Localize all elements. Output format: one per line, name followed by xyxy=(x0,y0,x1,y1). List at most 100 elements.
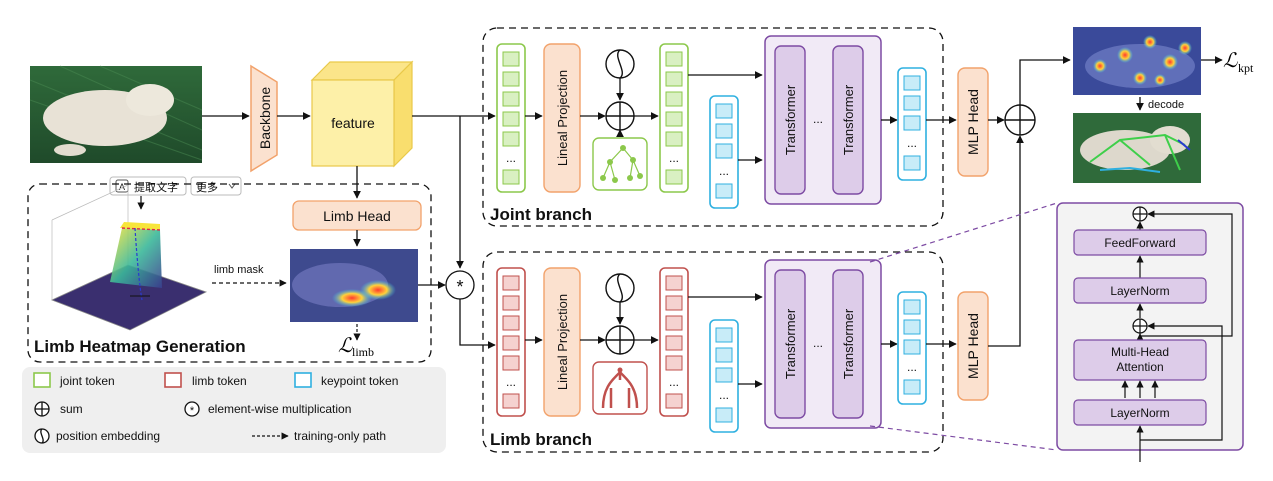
legend-keypoint-label: keypoint token xyxy=(321,374,398,388)
limb-skeleton-icon xyxy=(592,361,648,415)
joint-token-dots: ... xyxy=(506,151,516,165)
limb-token-dots: ... xyxy=(506,375,516,389)
detail-mid-sum-icon xyxy=(1132,318,1148,334)
multiply-node: * xyxy=(445,270,475,300)
legend-limb-swatch xyxy=(164,372,182,388)
limb-keypoint-token-stack: ... xyxy=(709,319,739,433)
joint-transformer-a xyxy=(774,45,806,195)
residual-connection-1 xyxy=(1140,322,1223,441)
chevron-down-icon xyxy=(228,183,236,189)
limb-projection-block: Lineal Projection xyxy=(543,267,581,417)
legend-joint-label: joint token xyxy=(59,374,115,388)
attention-label-line2: Attention xyxy=(1116,360,1163,374)
limb-position-embedding-icon xyxy=(605,273,635,303)
feedforward-label: FeedForward xyxy=(1104,236,1175,250)
detail-top-sum-icon xyxy=(1132,206,1148,222)
limb-transformer-dots: ... xyxy=(813,336,823,350)
joint-mlp-label: MLP Head xyxy=(965,89,981,155)
limb-projection-label: Lineal Projection xyxy=(555,294,570,390)
legend: joint token limb token keypoint token su… xyxy=(22,367,446,453)
limb-branch-title: Limb branch xyxy=(490,430,592,449)
legend-sum-label: sum xyxy=(60,402,83,416)
limb-transformer-group: Transformer ... Transformer xyxy=(764,259,882,429)
svg-text:*: * xyxy=(190,405,195,417)
limb-token-stack: ... xyxy=(496,267,526,417)
more-label: 更多 xyxy=(196,180,218,194)
joint-mlp-head: MLP Head xyxy=(957,67,989,177)
joint-embedded-token-stack: ... xyxy=(659,43,689,193)
arrow-sum-to-heatmap xyxy=(1019,56,1071,105)
limb-keypoint-dots: ... xyxy=(719,388,729,402)
attention-label-line1: Multi-Head xyxy=(1111,345,1169,359)
limb-output-keypoint-stack: ... xyxy=(897,291,927,405)
layernorm-top-label: LayerNorm xyxy=(1110,284,1169,298)
decoded-skeleton-image xyxy=(1073,113,1201,183)
limb-loss: ℒ limb xyxy=(338,335,374,359)
svg-text:A: A xyxy=(119,182,125,192)
zoom-line-bottom xyxy=(869,425,1058,451)
joint-transformer-b xyxy=(832,45,864,195)
zoom-line-top xyxy=(869,202,1058,263)
multi-head-attention-block xyxy=(1073,339,1207,381)
layernorm-bottom-label: LayerNorm xyxy=(1110,406,1169,420)
legend-keypoint-swatch xyxy=(294,372,312,388)
limb-heatmap-generation-box xyxy=(27,183,432,363)
arrow-limb-mlp-to-sum xyxy=(988,135,1024,347)
feedforward-block xyxy=(1073,229,1207,256)
limb-loss-subscript: limb xyxy=(352,345,374,359)
limb-embedded-token-stack: ... xyxy=(659,267,689,417)
layernorm-top-block xyxy=(1073,277,1207,304)
joint-skeleton-icon xyxy=(592,137,648,191)
limb-mlp-head: MLP Head xyxy=(957,291,989,401)
joint-transformer-group: Transformer ... Transformer xyxy=(764,35,882,205)
decode-label: decode xyxy=(1148,99,1184,111)
legend-limb-label: limb token xyxy=(192,374,247,388)
limb-loss-symbol: ℒ xyxy=(338,335,353,357)
limb-output-kp-dots: ... xyxy=(907,360,917,374)
kpt-loss-symbol: ℒ xyxy=(1223,50,1238,72)
layernorm-bottom-block xyxy=(1073,399,1207,426)
joint-transformer-dots: ... xyxy=(813,112,823,126)
residual-connection-2 xyxy=(1139,210,1233,337)
joint-branch-box xyxy=(482,27,944,227)
legend-training-label: training-only path xyxy=(294,429,386,443)
backbone-block: Backbone xyxy=(250,64,278,173)
legend-multiply-label: element-wise multiplication xyxy=(208,402,351,416)
limb-transformer-a xyxy=(774,269,806,419)
limb-mask-label: limb mask xyxy=(214,264,264,276)
limb-sum-icon xyxy=(605,325,635,355)
limb-embedded-dots: ... xyxy=(669,375,679,389)
joint-sum-icon xyxy=(605,101,635,131)
legend-multiply-icon: * xyxy=(184,401,200,417)
multiply-symbol: * xyxy=(456,277,463,297)
more-button[interactable] xyxy=(190,176,242,196)
kpt-loss-subscript: kpt xyxy=(1238,61,1254,75)
keypoint-loss: ℒ kpt xyxy=(1223,50,1254,75)
limb-transformer-b-label: Transformer xyxy=(841,308,856,379)
joint-position-embedding-icon xyxy=(605,49,635,79)
input-sheep-image xyxy=(29,65,203,163)
limb-transformer-b xyxy=(832,269,864,419)
joint-transformer-b-label: Transformer xyxy=(841,84,856,155)
legend-position-label: position embedding xyxy=(56,429,160,443)
joint-projection-block: Lineal Projection xyxy=(543,43,581,193)
limb-mlp-label: MLP Head xyxy=(965,313,981,379)
legend-sum-icon xyxy=(34,401,50,417)
limb-head-label: Limb Head xyxy=(323,208,391,224)
ocr-toolbar: A 提取文字 更多 xyxy=(109,176,242,196)
joint-transformer-a-label: Transformer xyxy=(783,84,798,155)
joint-embedded-dots: ... xyxy=(669,151,679,165)
legend-joint-swatch xyxy=(33,372,51,388)
joint-output-keypoint-stack: ... xyxy=(897,67,927,181)
feature-label: feature xyxy=(331,115,375,131)
extract-text-button[interactable] xyxy=(109,176,187,196)
joint-keypoint-dots: ... xyxy=(719,164,729,178)
arrow-multiply-to-limb-branch xyxy=(459,299,496,349)
limb-head-block: Limb Head xyxy=(292,200,422,231)
3d-limb-heatmap-plot xyxy=(50,184,208,331)
limb-transformer-a-label: Transformer xyxy=(783,308,798,379)
backbone-label: Backbone xyxy=(257,87,273,149)
transformer-detail-panel: FeedForward LayerNorm Multi-Head Attenti… xyxy=(1056,202,1244,462)
limb-mask-image xyxy=(290,249,418,322)
